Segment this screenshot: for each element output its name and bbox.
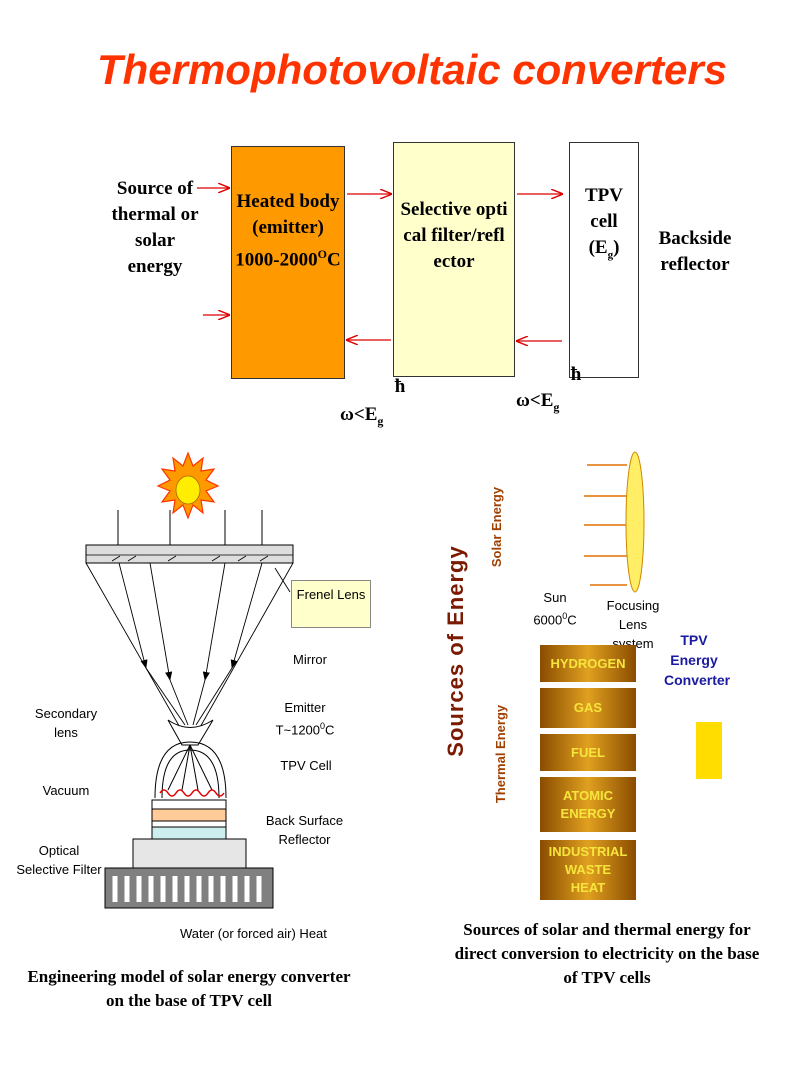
sun-label: Sun 60000C — [533, 590, 577, 628]
backside-reflector-label: Backside reflector — [658, 228, 732, 275]
frenel-lens-label: Frenel Lens — [291, 580, 371, 628]
hbar-left: ħ — [394, 376, 406, 397]
omega-left: ω<Eg — [340, 404, 384, 428]
hbar-right: ħ — [570, 364, 582, 385]
tpv-cell-box: TPV cell (Eg) — [569, 142, 639, 378]
secondary-lens-label: Secondary lens — [34, 706, 98, 740]
heated-body-label: Heated body (emitter) 1000-2000 — [235, 191, 340, 271]
heated-body-sup: O — [317, 247, 327, 261]
filter-box: Selective optical filter/reflector — [393, 142, 515, 377]
water-label: Water (or forced air) Heat — [180, 926, 327, 941]
tpv-converter-label: TPV Energy Converter — [664, 632, 731, 688]
page-title: Thermophotovoltaic converters — [96, 46, 728, 93]
bar-fuel: FUEL — [540, 734, 636, 771]
light-rays — [85, 562, 294, 746]
cell-layers — [132, 799, 247, 869]
back-surface-reflector-label: Back Surface Reflector — [265, 813, 344, 847]
solar-energy-label: Solar Energy — [489, 486, 504, 568]
heat-sink — [104, 867, 274, 909]
source-label: Source of thermal or solar energy — [111, 178, 199, 277]
tpv-cell-line1: TPV — [585, 185, 623, 206]
sources-of-energy-label: Sources of Energy — [443, 545, 468, 757]
bar-hydrogen: HYDROGEN — [540, 645, 636, 682]
tpv-cell-label: TPV Cell — [280, 758, 332, 773]
dome-emitter — [154, 741, 227, 799]
bar-gas: GAS — [540, 688, 636, 728]
heated-body-box: Heated body (emitter) 1000-2000OC — [231, 146, 345, 379]
bar-industrial-waste-heat: INDUSTRIAL WASTE HEAT — [540, 840, 636, 900]
vacuum-label: Vacuum — [42, 783, 90, 798]
emitter-label: Emitter T~12000C — [275, 700, 335, 738]
focusing-lens — [584, 464, 627, 586]
heated-body-unit: C — [326, 249, 341, 271]
sources-caption: Sources of solar and thermal energy for … — [454, 920, 760, 987]
filter-label: Selective optical filter/reflector — [400, 199, 508, 272]
sun-icon — [156, 451, 220, 520]
fresnel-lens-plate — [85, 544, 294, 564]
secondary-lens — [167, 719, 214, 746]
engineering-caption: Engineering model of solar energy conver… — [27, 967, 351, 1010]
frame-lines — [117, 510, 263, 545]
optical-filter-label: Optical Selective Filter — [16, 843, 102, 877]
bar-atomic-energy: ATOMIC ENERGY — [540, 777, 636, 832]
tpv-cell-line2: cell — [590, 211, 618, 232]
omega-right: ω<Eg — [516, 390, 560, 414]
mirror-label: Mirror — [293, 652, 327, 667]
tpv-cell-eg: (Eg) — [588, 237, 620, 261]
tpv-converter-block — [696, 722, 722, 779]
thermal-energy-label: Thermal Energy — [493, 704, 508, 804]
lens-ellipse — [625, 451, 645, 593]
